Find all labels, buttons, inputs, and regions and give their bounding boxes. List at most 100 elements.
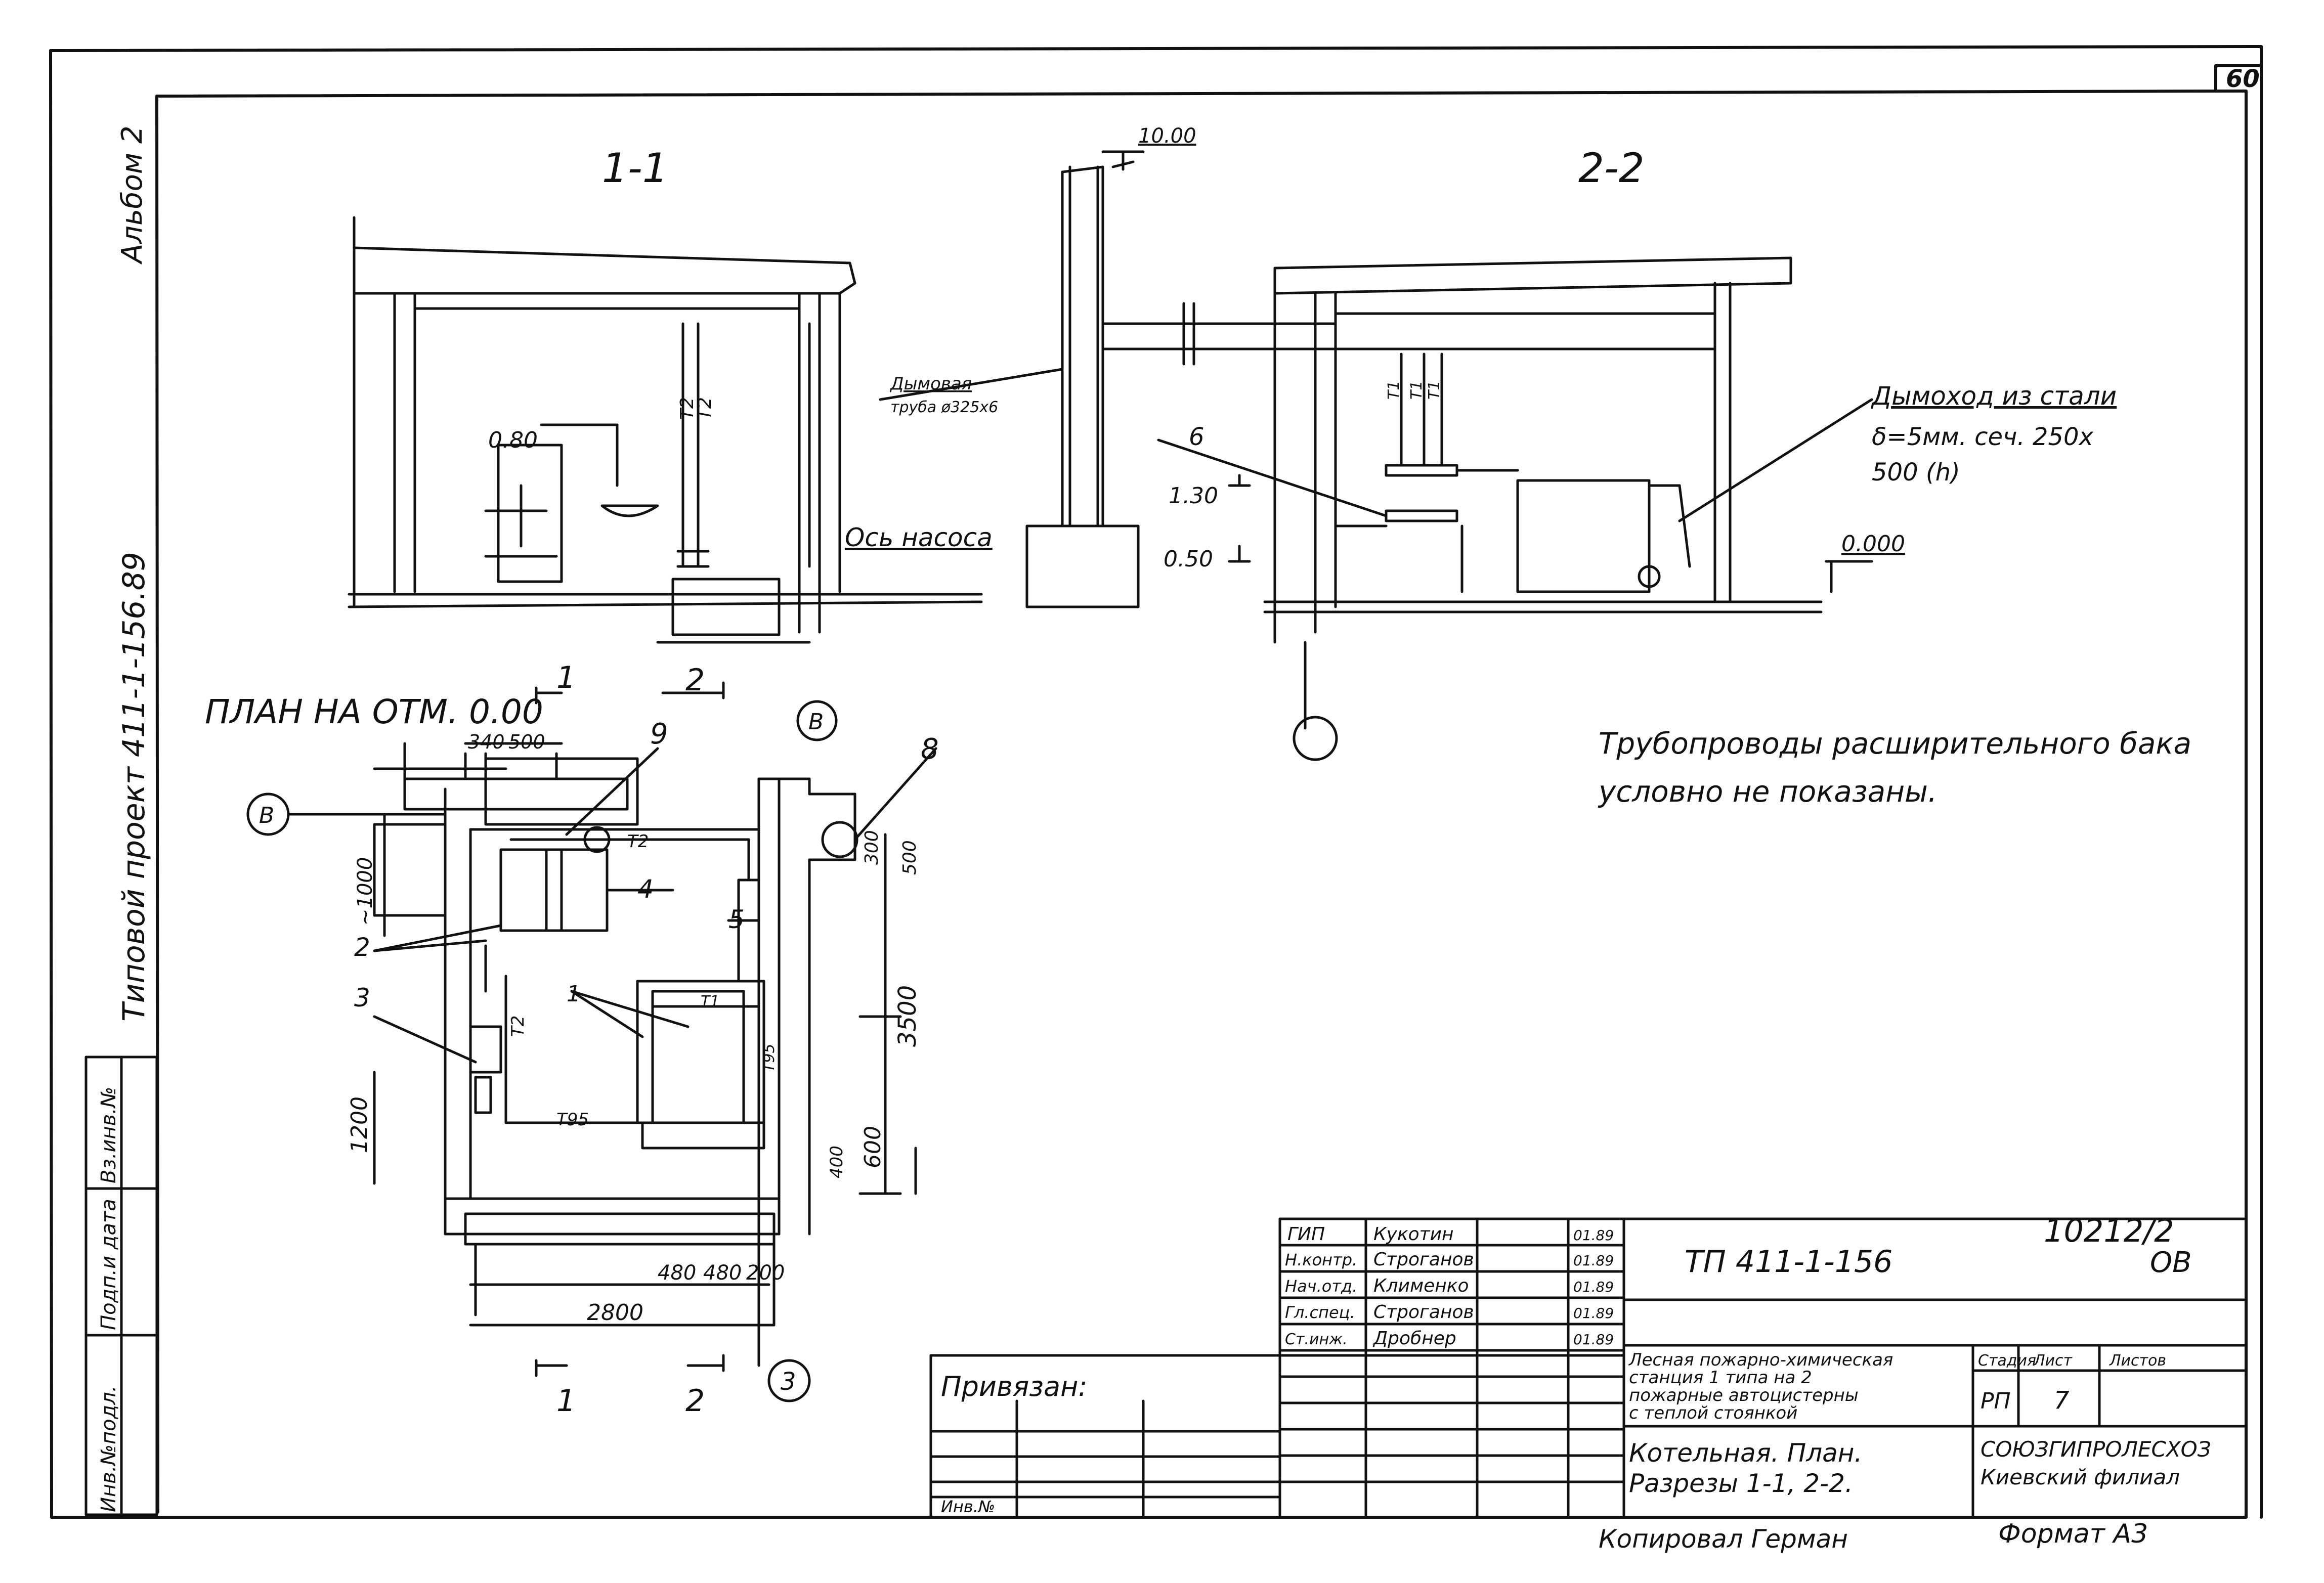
sig-date-2: 01.89	[1573, 1279, 1614, 1295]
attached-label: Привязан:	[941, 1371, 1088, 1402]
sig-name-0: Кукотин	[1373, 1224, 1454, 1245]
flue-label-1: Дымоход из стали	[1871, 381, 2117, 411]
sig-role-3: Гл.спец.	[1285, 1303, 1355, 1322]
stage-header: Стадия	[1978, 1352, 2036, 1370]
sig-name-3: Строганов	[1373, 1302, 1474, 1323]
top-elevation: 10.00	[1138, 124, 1196, 148]
section-1-drawing	[348, 216, 983, 644]
item-5-label: 5	[728, 905, 745, 934]
dim-340: 340	[468, 731, 505, 753]
section-2-drawing	[1101, 256, 1873, 761]
sig-role-4: Ст.инж.	[1285, 1331, 1348, 1348]
dim-500: 500	[508, 731, 545, 753]
note-line-1: Трубопроводы расширительного бака	[1599, 726, 2191, 761]
pipe-t95-bottom: Т95	[556, 1110, 589, 1130]
cut-marker-2-bottom: 2	[685, 1383, 705, 1419]
project-label: Типовой проект 411-1-156.89	[116, 552, 152, 1022]
item-1-label: 1	[567, 981, 581, 1007]
item-4-label: 4	[637, 874, 654, 904]
chimney-label-1: Дымовая	[889, 374, 972, 394]
dim-1200: 1200	[347, 1096, 372, 1153]
plan-title: ПЛАН НА ОТМ. 0.00	[205, 692, 543, 731]
sig-name-2: Клименко	[1373, 1276, 1469, 1296]
object-name-4: с теплой стоянкой	[1629, 1403, 1797, 1423]
side-stamp	[84, 1056, 158, 1516]
dim-2800: 2800	[587, 1300, 643, 1326]
axis-b-section: В	[808, 709, 824, 735]
copied-by: Копировал Герман	[1599, 1524, 1848, 1554]
object-name-3: пожарные автоцистерны	[1629, 1385, 1859, 1405]
sig-date-3: 01.89	[1573, 1305, 1614, 1322]
elev-080: 0.80	[488, 427, 538, 453]
project-code: ТП 411-1-156	[1685, 1244, 1892, 1280]
dim-480b: 480	[703, 1261, 742, 1285]
object-name-1: Лесная пожарно-химическая	[1628, 1350, 1893, 1370]
sig-role-0: ГИП	[1287, 1224, 1325, 1245]
dim-3500: 3500	[893, 985, 922, 1047]
title-block	[929, 1217, 2248, 1519]
pipe-t95-side: Т95	[760, 1044, 778, 1073]
dim-500b: 500	[899, 840, 920, 875]
sig-role-2: Нач.отд.	[1285, 1277, 1357, 1296]
elev-0000: 0.000	[1841, 531, 1905, 557]
organization-2: Киевский филиал	[1981, 1465, 2180, 1489]
item-9-label: 9	[650, 718, 668, 751]
plan-drawing	[246, 681, 937, 1402]
section-1-title: 1-1	[602, 145, 668, 192]
pipe-t1: Т1	[701, 993, 719, 1010]
sig-name-1: Строганов	[1373, 1249, 1474, 1270]
sheet-value: 7	[2054, 1386, 2070, 1415]
stamp-inv-podl: Инв.№подл.	[97, 1385, 120, 1512]
cut-marker-1-bottom: 1	[556, 1383, 576, 1419]
cut-marker-2-top: 2	[685, 663, 705, 698]
page-number: 60	[2226, 65, 2260, 93]
sheets-header: Листов	[2109, 1352, 2166, 1370]
dim-480a: 480	[658, 1261, 696, 1285]
dim-400: 400	[827, 1146, 847, 1178]
axis-3-plan: 3	[781, 1368, 796, 1396]
inv-no-label: Инв.№	[941, 1497, 995, 1516]
cut-marker-1-top: 1	[556, 660, 576, 695]
item-3-label: 3	[354, 983, 370, 1013]
object-name-2: станция 1 типа на 2	[1629, 1368, 1812, 1388]
drawing-title-2: Разрезы 1-1, 2-2.	[1629, 1469, 1853, 1498]
sig-date-1: 01.89	[1573, 1252, 1614, 1269]
pipe-t2-a: Т2	[677, 397, 698, 420]
sheet-header: Лист	[2033, 1352, 2073, 1370]
axis-b-plan: В	[259, 803, 274, 828]
note-line-2: условно не показаны.	[1598, 774, 1937, 809]
dim-600: 600	[860, 1126, 886, 1168]
chimney-label-2: труба ø325х6	[890, 399, 998, 416]
flue-label-3: 500 (h)	[1872, 458, 1960, 487]
dim-300: 300	[862, 830, 882, 865]
drawing-mark: ОВ	[2150, 1246, 2192, 1279]
item-6-label: 6	[1189, 423, 1204, 451]
stamp-vz-inv: Вз.инв.№	[97, 1087, 120, 1183]
organization-1: СОЮЗГИПРОЛЕСХОЗ	[1981, 1437, 2211, 1462]
chimney-drawing	[879, 150, 1145, 608]
elev-050: 0.50	[1164, 546, 1213, 572]
signature-rows: ГИП Кукотин 01.89 Н.контр. Строганов 01.…	[1285, 1224, 1614, 1349]
pipe-t2-b: Т2	[695, 397, 715, 420]
pipe-t2-side: Т2	[508, 1016, 528, 1037]
sig-role-1: Н.контр.	[1285, 1250, 1357, 1269]
pipe-t1-b: Т1	[1408, 381, 1426, 400]
stamp-podp-data: Подп.и дата	[97, 1199, 120, 1330]
sig-date-0: 01.89	[1573, 1227, 1614, 1244]
item-2-label: 2	[354, 933, 370, 962]
pipe-t1-a: Т1	[1385, 381, 1403, 400]
section-2-title: 2-2	[1578, 145, 1645, 192]
drawing-title-1: Котельная. План.	[1629, 1438, 1862, 1468]
format-label: Формат А3	[1998, 1519, 2148, 1549]
sig-name-4: Дробнер	[1372, 1328, 1456, 1349]
dim-200: 200	[746, 1261, 785, 1285]
pump-axis-label: Ось насоса	[845, 523, 993, 552]
pipe-t1-c: Т1	[1426, 381, 1443, 400]
item-8-label: 8	[921, 733, 939, 766]
stage-value: РП	[1981, 1388, 2011, 1414]
elev-130: 1.30	[1169, 483, 1218, 509]
flue-label-2: δ=5мм. сеч. 250х	[1872, 423, 2093, 451]
album-label: Альбом 2	[116, 125, 149, 265]
pipe-t2-top: Т2	[627, 831, 649, 852]
